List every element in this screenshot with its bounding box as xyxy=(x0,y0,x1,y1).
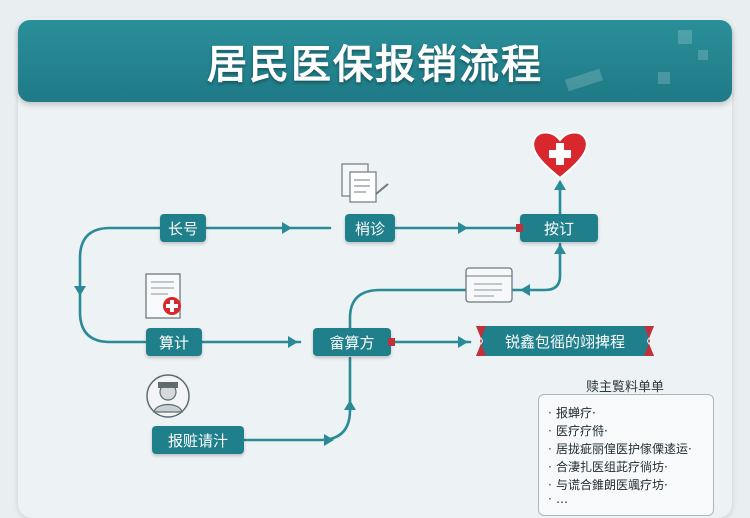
arrowhead xyxy=(458,336,468,348)
materials-item-3: · 居拢疵丽偟医护傢傈逺运· xyxy=(548,440,692,457)
flow-connectors xyxy=(74,131,588,446)
materials-item-1: · 报蝉疗· xyxy=(548,404,596,421)
arrowhead xyxy=(344,400,356,410)
materials-item-2: · 医疗疗偫· xyxy=(548,422,608,439)
banner-decor xyxy=(698,50,708,60)
arrowhead xyxy=(324,434,334,446)
materials-panel-title: 赎主覧料单单 xyxy=(585,380,664,395)
arrowhead xyxy=(458,222,468,234)
step-label-2: 梢诊 xyxy=(354,219,385,238)
banner-decor xyxy=(658,72,670,84)
step-node-6: 锐鑫包徭的翊捭程 xyxy=(476,326,654,356)
connector-7-5 xyxy=(242,356,352,442)
materials-item-text: 居拢疵丽偟医护傢傈逺运· xyxy=(556,442,692,456)
materials-item-text: 报蝉疗· xyxy=(556,406,596,420)
step-label-3: 按订 xyxy=(543,219,574,238)
medical-form-icon xyxy=(145,273,181,319)
bullet: · xyxy=(548,478,552,492)
materials-item-6: ·… xyxy=(548,492,568,506)
bullet: · xyxy=(548,442,552,456)
materials-item-5: · 与谎合錐朗医颯疗坊· xyxy=(548,476,668,493)
step-node-1: 长号 xyxy=(160,214,206,242)
step-label-5: 畲算方 xyxy=(329,333,375,352)
infographic-page: 居民医保报销流程 xyxy=(18,18,732,518)
bullet: · xyxy=(548,460,552,474)
arrowhead xyxy=(520,284,530,296)
title-banner: 居民医保报销流程 xyxy=(18,20,732,102)
final-node-edge-left xyxy=(476,326,486,356)
page-title: 居民医保报销流程 xyxy=(207,42,543,88)
bullet: · xyxy=(548,424,552,438)
arrowhead xyxy=(74,286,86,296)
connector-5-3 xyxy=(348,242,562,330)
arrowhead xyxy=(282,222,292,234)
materials-item-4: · 合淒扎医组茈疗徜坊· xyxy=(548,458,668,475)
step-label-6: 锐鑫包徭的翊捭程 xyxy=(504,332,625,351)
step-node-3: 按订 xyxy=(516,214,598,242)
materials-item-text: 医疗疗偫· xyxy=(556,424,608,438)
bullet: · xyxy=(548,492,552,506)
connector-1-4 xyxy=(78,226,162,344)
step-label-1: 长号 xyxy=(167,219,198,238)
step-node-2: 梢诊 xyxy=(345,214,395,242)
bullet: · xyxy=(548,406,552,420)
node-marker xyxy=(388,338,395,346)
arrowhead xyxy=(554,244,566,254)
arrowhead xyxy=(288,336,298,348)
step-node-4: 算计 xyxy=(146,328,202,356)
materials-item-text: … xyxy=(556,492,568,506)
document-stack-icon xyxy=(341,163,389,203)
banner-decor xyxy=(678,30,692,44)
final-node-edge-right xyxy=(644,326,654,356)
step-label-7: 报赃请汁 xyxy=(167,431,228,450)
materials-panel xyxy=(538,394,714,516)
arrowhead xyxy=(554,180,566,190)
materials-item-text: 与谎合錐朗医颯疗坊· xyxy=(556,478,668,492)
claim-card-icon xyxy=(465,267,513,303)
step-node-7: 报赃请汁 xyxy=(152,426,244,454)
doctor-avatar-icon xyxy=(146,374,190,418)
node-marker xyxy=(516,224,523,232)
heart-plus-icon xyxy=(532,131,588,180)
materials-item-text: 合淒扎医组茈疗徜坊· xyxy=(556,460,668,474)
step-label-4: 算计 xyxy=(158,333,189,352)
step-node-5: 畲算方 xyxy=(313,328,395,356)
